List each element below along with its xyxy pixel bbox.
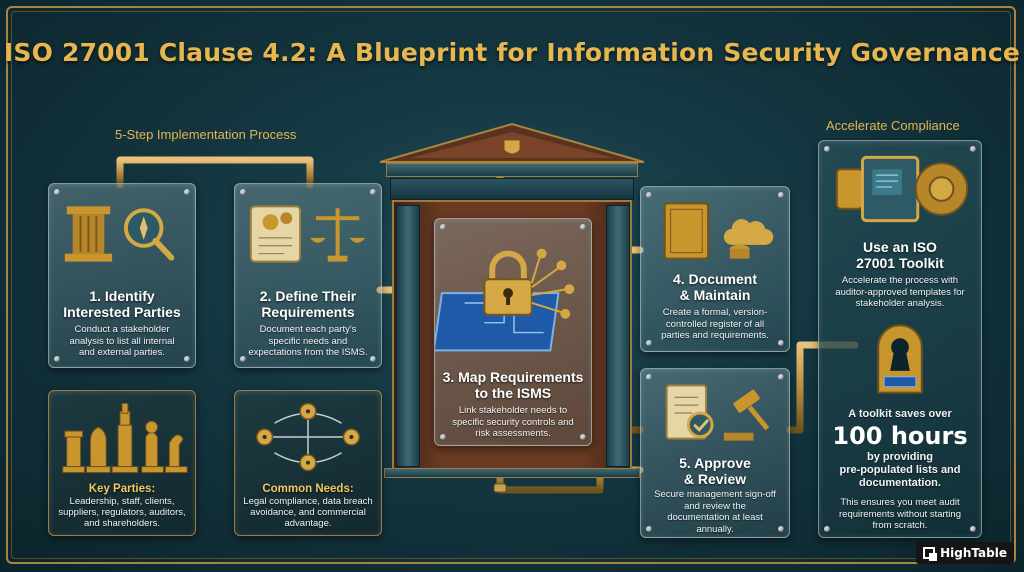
screw-icon bbox=[646, 374, 652, 380]
checklist-gavel-icon bbox=[665, 384, 770, 441]
common-needs-card: Common Needs: Legal compliance, data bre… bbox=[234, 390, 382, 536]
step-2-body: Document each party's specific needs and… bbox=[248, 324, 368, 358]
toolkit-footer: This ensures you meet audit requirements… bbox=[839, 497, 961, 531]
page-title: ISO 27001 Clause 4.2: A Blueprint for In… bbox=[3, 38, 1021, 67]
toolkit-card: Use an ISO 27001 Toolkit Accelerate the … bbox=[818, 140, 982, 538]
screw-icon bbox=[54, 356, 60, 362]
common-needs-heading: Common Needs: bbox=[262, 483, 354, 495]
screw-icon bbox=[646, 192, 652, 198]
toolkit-body: Accelerate the process with auditor-appr… bbox=[835, 275, 965, 309]
pillar-magnifier-icon bbox=[64, 206, 175, 262]
brand-mark-icon bbox=[923, 547, 938, 561]
step-1-card: 1. Identify Interested Parties Conduct a… bbox=[48, 183, 196, 368]
screw-icon bbox=[184, 189, 190, 195]
keyhole-lock-icon bbox=[877, 324, 923, 394]
screw-icon bbox=[824, 146, 830, 152]
screw-icon bbox=[778, 374, 784, 380]
step-5-heading: 5. Approve & Review bbox=[679, 455, 751, 487]
temple-roof bbox=[380, 122, 644, 163]
key-parties-body: Leadership, staff, clients, suppliers, r… bbox=[58, 496, 186, 529]
screw-icon bbox=[54, 189, 60, 195]
screw-icon bbox=[580, 224, 586, 230]
toolkit-saves-prefix: A toolkit saves over bbox=[848, 408, 952, 420]
toolkit-saves-value: 100 hours bbox=[832, 422, 968, 450]
screw-icon bbox=[778, 192, 784, 198]
right-section-label: Accelerate Compliance bbox=[826, 118, 960, 133]
screw-icon bbox=[370, 189, 376, 195]
screw-icon bbox=[440, 434, 446, 440]
book-cloud-database-icon bbox=[663, 202, 774, 260]
screw-icon bbox=[240, 189, 246, 195]
toolkit-heading: Use an ISO 27001 Toolkit bbox=[856, 239, 944, 271]
temple-base bbox=[384, 468, 640, 478]
screw-icon bbox=[778, 340, 784, 346]
screw-icon bbox=[970, 526, 976, 532]
brand-logo: HighTable bbox=[916, 542, 1014, 564]
chess-pieces-icon bbox=[62, 402, 188, 474]
step-4-heading: 4. Document & Maintain bbox=[672, 271, 757, 303]
temple-column-left bbox=[396, 205, 420, 467]
temple-entablature bbox=[386, 163, 638, 177]
screw-icon bbox=[970, 146, 976, 152]
step-1-heading: 1. Identify Interested Parties bbox=[63, 288, 181, 320]
key-parties-heading: Key Parties: bbox=[88, 483, 156, 495]
padlock-blueprint-icon bbox=[435, 248, 575, 352]
step-5-card: 5. Approve & Review Secure management si… bbox=[640, 368, 790, 538]
common-needs-body: Legal compliance, data breach avoidance,… bbox=[243, 496, 373, 529]
step-3-card: 3. Map Requirements to the ISMS Link sta… bbox=[434, 218, 592, 446]
screw-icon bbox=[370, 356, 376, 362]
screw-icon bbox=[240, 356, 246, 362]
step-2-card: 2. Define Their Requirements Document ea… bbox=[234, 183, 382, 368]
step-1-body: Conduct a stakeholder analysis to list a… bbox=[69, 324, 175, 358]
step-5-body: Secure management sign-off and review th… bbox=[654, 489, 776, 535]
key-parties-card: Key Parties: Leadership, staff, clients,… bbox=[48, 390, 196, 536]
screw-icon bbox=[824, 526, 830, 532]
screw-icon bbox=[440, 224, 446, 230]
screw-icon bbox=[646, 526, 652, 532]
screw-icon bbox=[778, 526, 784, 532]
screw-icon bbox=[580, 434, 586, 440]
toolkit-saves-suffix: by providing pre-populated lists and doc… bbox=[839, 451, 961, 489]
step-3-heading: 3. Map Requirements to the ISMS bbox=[442, 369, 584, 401]
vault-door-icon bbox=[835, 155, 969, 223]
connected-padlocks-icon bbox=[255, 402, 361, 472]
step-4-body: Create a formal, version-controlled regi… bbox=[661, 307, 769, 341]
temple-column-right bbox=[606, 205, 630, 467]
temple-frieze bbox=[390, 178, 634, 200]
screw-icon bbox=[184, 356, 190, 362]
brand-name: HighTable bbox=[940, 546, 1007, 560]
step-4-card: 4. Document & Maintain Create a formal, … bbox=[640, 186, 790, 352]
screw-icon bbox=[646, 340, 652, 346]
scroll-gears-scales-icon bbox=[249, 205, 366, 263]
left-section-label: 5-Step Implementation Process bbox=[115, 127, 297, 142]
step-3-body: Link stakeholder needs to specific secur… bbox=[452, 405, 574, 439]
step-2-heading: 2. Define Their Requirements bbox=[259, 288, 357, 320]
